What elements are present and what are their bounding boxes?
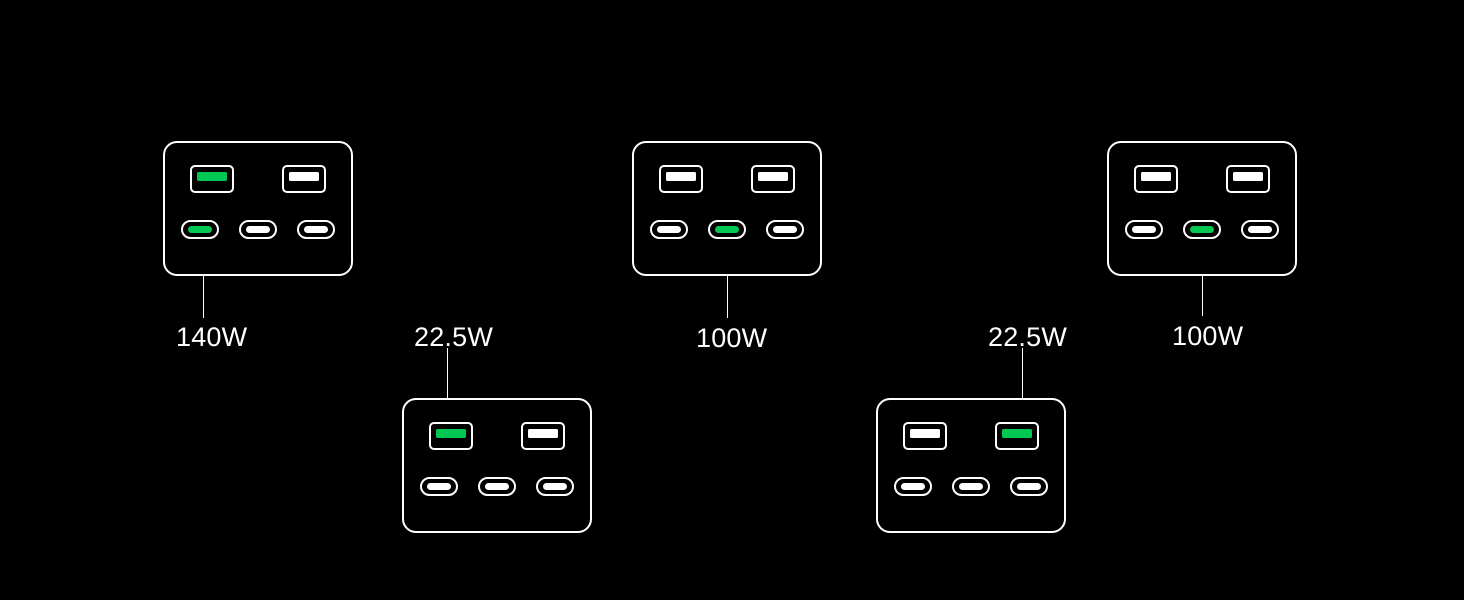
leader-line-charger-4 [1022,348,1023,441]
port-contact-bar [436,429,466,438]
usb-a-port-icon-usb-a-1[interactable] [190,165,234,193]
charger-body-charger-5[interactable] [1107,141,1297,276]
port-contact-bar [528,429,558,438]
usb-a-port-row [878,422,1064,450]
usb-a-port-icon-usb-a-2[interactable] [521,422,565,450]
usb-c-port-icon-usb-c-1[interactable] [894,477,932,496]
port-contact-bar [543,483,567,490]
wattage-label-charger-3: 100W [696,323,768,353]
usb-a-port-icon-usb-a-1[interactable] [903,422,947,450]
charger-body-charger-1[interactable] [163,141,353,276]
port-contact-bar [1233,172,1263,181]
port-contact-bar [666,172,696,181]
port-contact-bar [1248,226,1272,233]
leader-line-charger-3 [727,252,728,318]
usb-c-port-icon-usb-c-1[interactable] [420,477,458,496]
usb-c-port-icon-usb-c-2[interactable] [1183,220,1221,239]
usb-a-port-row [1109,165,1295,193]
charger-body-charger-2[interactable] [402,398,592,533]
usb-c-port-icon-usb-c-3[interactable] [766,220,804,239]
usb-c-port-icon-usb-c-3[interactable] [1010,477,1048,496]
usb-c-port-icon-usb-c-2[interactable] [708,220,746,239]
usb-c-port-icon-usb-c-1[interactable] [1125,220,1163,239]
usb-c-port-icon-usb-c-3[interactable] [297,220,335,239]
leader-line-charger-2 [447,348,448,441]
port-contact-bar [1132,226,1156,233]
usb-c-port-row [165,220,351,239]
port-contact-bar [246,226,270,233]
usb-a-port-icon-usb-a-2[interactable] [751,165,795,193]
usb-c-port-row [878,477,1064,496]
usb-a-port-icon-usb-a-2[interactable] [995,422,1039,450]
usb-c-port-row [1109,220,1295,239]
usb-a-port-row [404,422,590,450]
usb-c-port-icon-usb-c-2[interactable] [239,220,277,239]
wattage-label-charger-2: 22.5W [414,322,494,352]
wattage-label-charger-4: 22.5W [988,322,1068,352]
port-contact-bar [715,226,739,233]
port-contact-bar [485,483,509,490]
port-contact-bar [910,429,940,438]
usb-c-port-row [404,477,590,496]
port-contact-bar [1190,226,1214,233]
leader-line-charger-5 [1202,252,1203,316]
port-contact-bar [427,483,451,490]
charger-body-charger-4[interactable] [876,398,1066,533]
usb-c-port-icon-usb-c-3[interactable] [1241,220,1279,239]
port-contact-bar [1141,172,1171,181]
leader-line-charger-1 [203,252,204,318]
usb-a-port-icon-usb-a-1[interactable] [1134,165,1178,193]
usb-c-port-icon-usb-c-3[interactable] [536,477,574,496]
usb-c-port-icon-usb-c-2[interactable] [478,477,516,496]
port-contact-bar [758,172,788,181]
usb-c-port-icon-usb-c-1[interactable] [181,220,219,239]
wattage-label-charger-5: 100W [1172,321,1244,351]
usb-a-port-row [634,165,820,193]
port-contact-bar [304,226,328,233]
port-contact-bar [197,172,227,181]
charger-body-charger-3[interactable] [632,141,822,276]
usb-a-port-icon-usb-a-2[interactable] [282,165,326,193]
port-contact-bar [1002,429,1032,438]
usb-c-port-row [634,220,820,239]
usb-a-port-icon-usb-a-1[interactable] [659,165,703,193]
port-contact-bar [959,483,983,490]
usb-a-port-icon-usb-a-2[interactable] [1226,165,1270,193]
port-contact-bar [773,226,797,233]
wattage-label-charger-1: 140W [176,322,248,352]
usb-c-port-icon-usb-c-2[interactable] [952,477,990,496]
port-contact-bar [1017,483,1041,490]
port-contact-bar [188,226,212,233]
port-contact-bar [901,483,925,490]
usb-c-port-icon-usb-c-1[interactable] [650,220,688,239]
port-contact-bar [657,226,681,233]
usb-a-port-row [165,165,351,193]
usb-a-port-icon-usb-a-1[interactable] [429,422,473,450]
port-contact-bar [289,172,319,181]
